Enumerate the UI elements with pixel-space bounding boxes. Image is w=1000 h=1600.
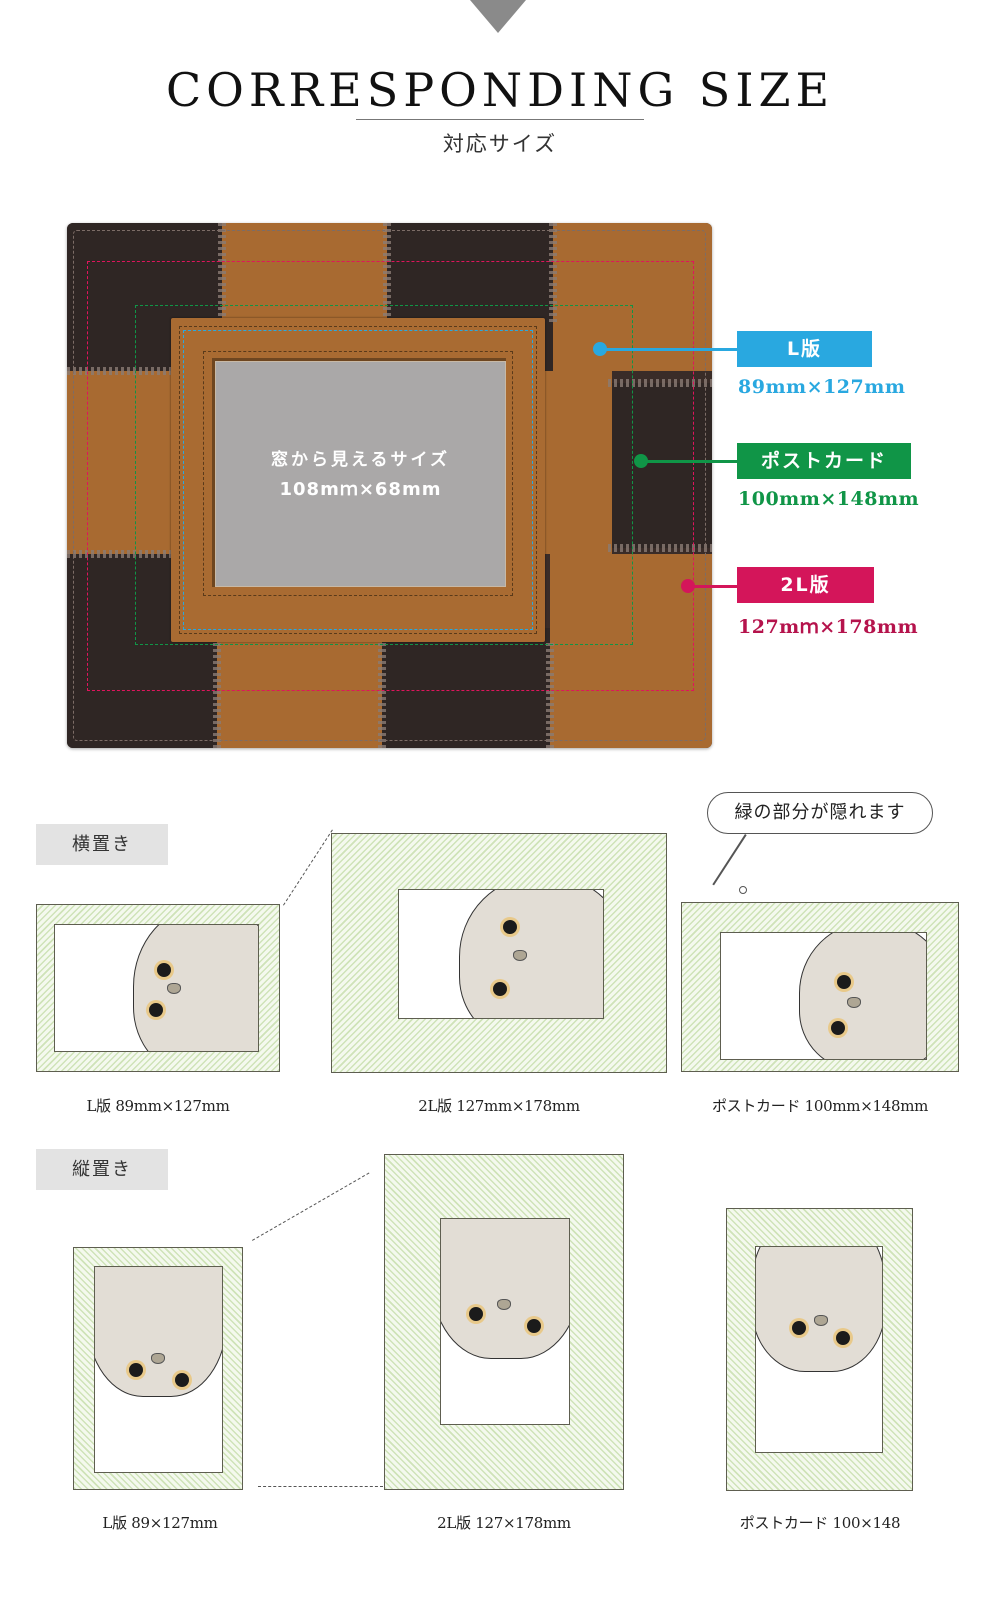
portrait-section-tag: 縦置き bbox=[36, 1149, 168, 1190]
zigzag-stitch bbox=[213, 643, 221, 748]
portrait-postcard-mat bbox=[726, 1208, 913, 1491]
cat-eye bbox=[149, 1003, 163, 1017]
landscape-2l-caption: 2L版 127mm×178mm bbox=[418, 1097, 580, 1115]
cat-illustration bbox=[799, 933, 926, 1059]
2l-size-badge: 2L版 bbox=[737, 567, 874, 603]
zoom-connector-line bbox=[252, 1172, 370, 1241]
note-pointer-line bbox=[712, 834, 747, 886]
cat-eye bbox=[527, 1319, 541, 1333]
portrait-l-caption: L版 89×127mm bbox=[102, 1514, 218, 1532]
cat-eye bbox=[175, 1373, 189, 1387]
window-stitch bbox=[203, 351, 513, 596]
landscape-l-caption: L版 89mm×127mm bbox=[86, 1097, 230, 1115]
landscape-l-mat bbox=[36, 904, 280, 1072]
landscape-section-tag: 横置き bbox=[36, 824, 168, 865]
zigzag-stitch bbox=[383, 223, 391, 323]
l-size-dimensions: 89mm×127mm bbox=[738, 376, 906, 398]
l-size-guide bbox=[183, 330, 533, 630]
cat-nose bbox=[151, 1353, 165, 1364]
photo-opening bbox=[94, 1266, 223, 1473]
edge-stitch bbox=[73, 230, 706, 741]
cat-eye bbox=[493, 982, 507, 996]
mat-stitch bbox=[179, 326, 537, 634]
cat-nose bbox=[167, 983, 181, 994]
viewing-window: 窓から見えるサイズ 108mｍ×68mm bbox=[212, 358, 506, 587]
cat-eye bbox=[157, 963, 171, 977]
2l-size-dimensions: 127mｍ×178mm bbox=[738, 616, 919, 638]
leather-patch bbox=[382, 628, 550, 748]
photo-opening bbox=[440, 1218, 570, 1425]
zigzag-stitch bbox=[549, 223, 557, 323]
window-size: 108mｍ×68mm bbox=[279, 479, 442, 500]
zigzag-stitch bbox=[608, 379, 712, 387]
postcard-size-badge: ポストカード bbox=[737, 443, 911, 479]
page-title: CORRESPONDING SIZE bbox=[165, 63, 835, 117]
zigzag-stitch bbox=[218, 223, 226, 371]
zigzag-stitch bbox=[67, 550, 177, 558]
window-label: 窓から見えるサイズ bbox=[271, 450, 450, 470]
cat-nose bbox=[497, 1299, 511, 1310]
landscape-2l-mat bbox=[331, 833, 667, 1073]
portrait-2l-caption: 2L版 127×178mm bbox=[437, 1514, 571, 1532]
photo-opening bbox=[54, 924, 259, 1052]
inner-mat: 窓から見えるサイズ 108mｍ×68mm bbox=[171, 318, 545, 642]
portrait-2l-mat bbox=[384, 1154, 624, 1490]
postcard-size-guide bbox=[135, 305, 633, 645]
cat-illustration bbox=[459, 890, 603, 1018]
cat-eye bbox=[792, 1321, 806, 1335]
zigzag-stitch bbox=[67, 367, 177, 375]
cat-illustration bbox=[133, 925, 258, 1051]
cat-nose bbox=[814, 1315, 828, 1326]
page-subtitle: 対応サイズ bbox=[442, 132, 558, 156]
cat-eye bbox=[836, 1331, 850, 1345]
cat-eye bbox=[831, 1021, 845, 1035]
photo-opening bbox=[720, 932, 927, 1060]
cat-illustration bbox=[441, 1219, 569, 1359]
zigzag-stitch bbox=[608, 544, 712, 552]
cat-eye bbox=[837, 975, 851, 989]
photo-frame-product-image: 窓から見えるサイズ 108mｍ×68mm bbox=[67, 223, 712, 748]
cat-eye bbox=[129, 1363, 143, 1377]
cat-illustration bbox=[95, 1267, 222, 1397]
2l-size-leader-line bbox=[688, 585, 737, 588]
cat-illustration bbox=[756, 1247, 882, 1372]
zigzag-stitch bbox=[378, 643, 386, 748]
l-size-badge: L版 bbox=[737, 331, 872, 367]
cat-nose bbox=[513, 950, 527, 961]
leather-patch bbox=[612, 383, 712, 548]
hidden-area-note: 緑の部分が隠れます bbox=[707, 792, 933, 834]
landscape-postcard-mat bbox=[681, 902, 959, 1072]
landscape-postcard-caption: ポストカード 100mm×148mm bbox=[711, 1097, 929, 1115]
portrait-l-mat bbox=[73, 1247, 243, 1490]
down-triangle-icon bbox=[470, 0, 526, 33]
cat-nose bbox=[847, 997, 861, 1008]
2l-size-guide bbox=[87, 261, 694, 691]
postcard-size-leader-line bbox=[641, 460, 737, 463]
portrait-postcard-caption: ポストカード 100×148 bbox=[739, 1514, 901, 1532]
zoom-connector-line bbox=[283, 829, 333, 906]
cat-eye bbox=[469, 1307, 483, 1321]
zoom-connector-line bbox=[258, 1486, 383, 1487]
cat-eye bbox=[503, 920, 517, 934]
photo-opening bbox=[755, 1246, 883, 1453]
title-divider bbox=[356, 119, 644, 120]
postcard-size-dimensions: 100mm×148mm bbox=[738, 488, 920, 510]
l-size-leader-line bbox=[600, 348, 737, 351]
photo-opening bbox=[398, 889, 604, 1019]
note-pointer-dot bbox=[739, 886, 747, 894]
zigzag-stitch bbox=[546, 643, 554, 748]
